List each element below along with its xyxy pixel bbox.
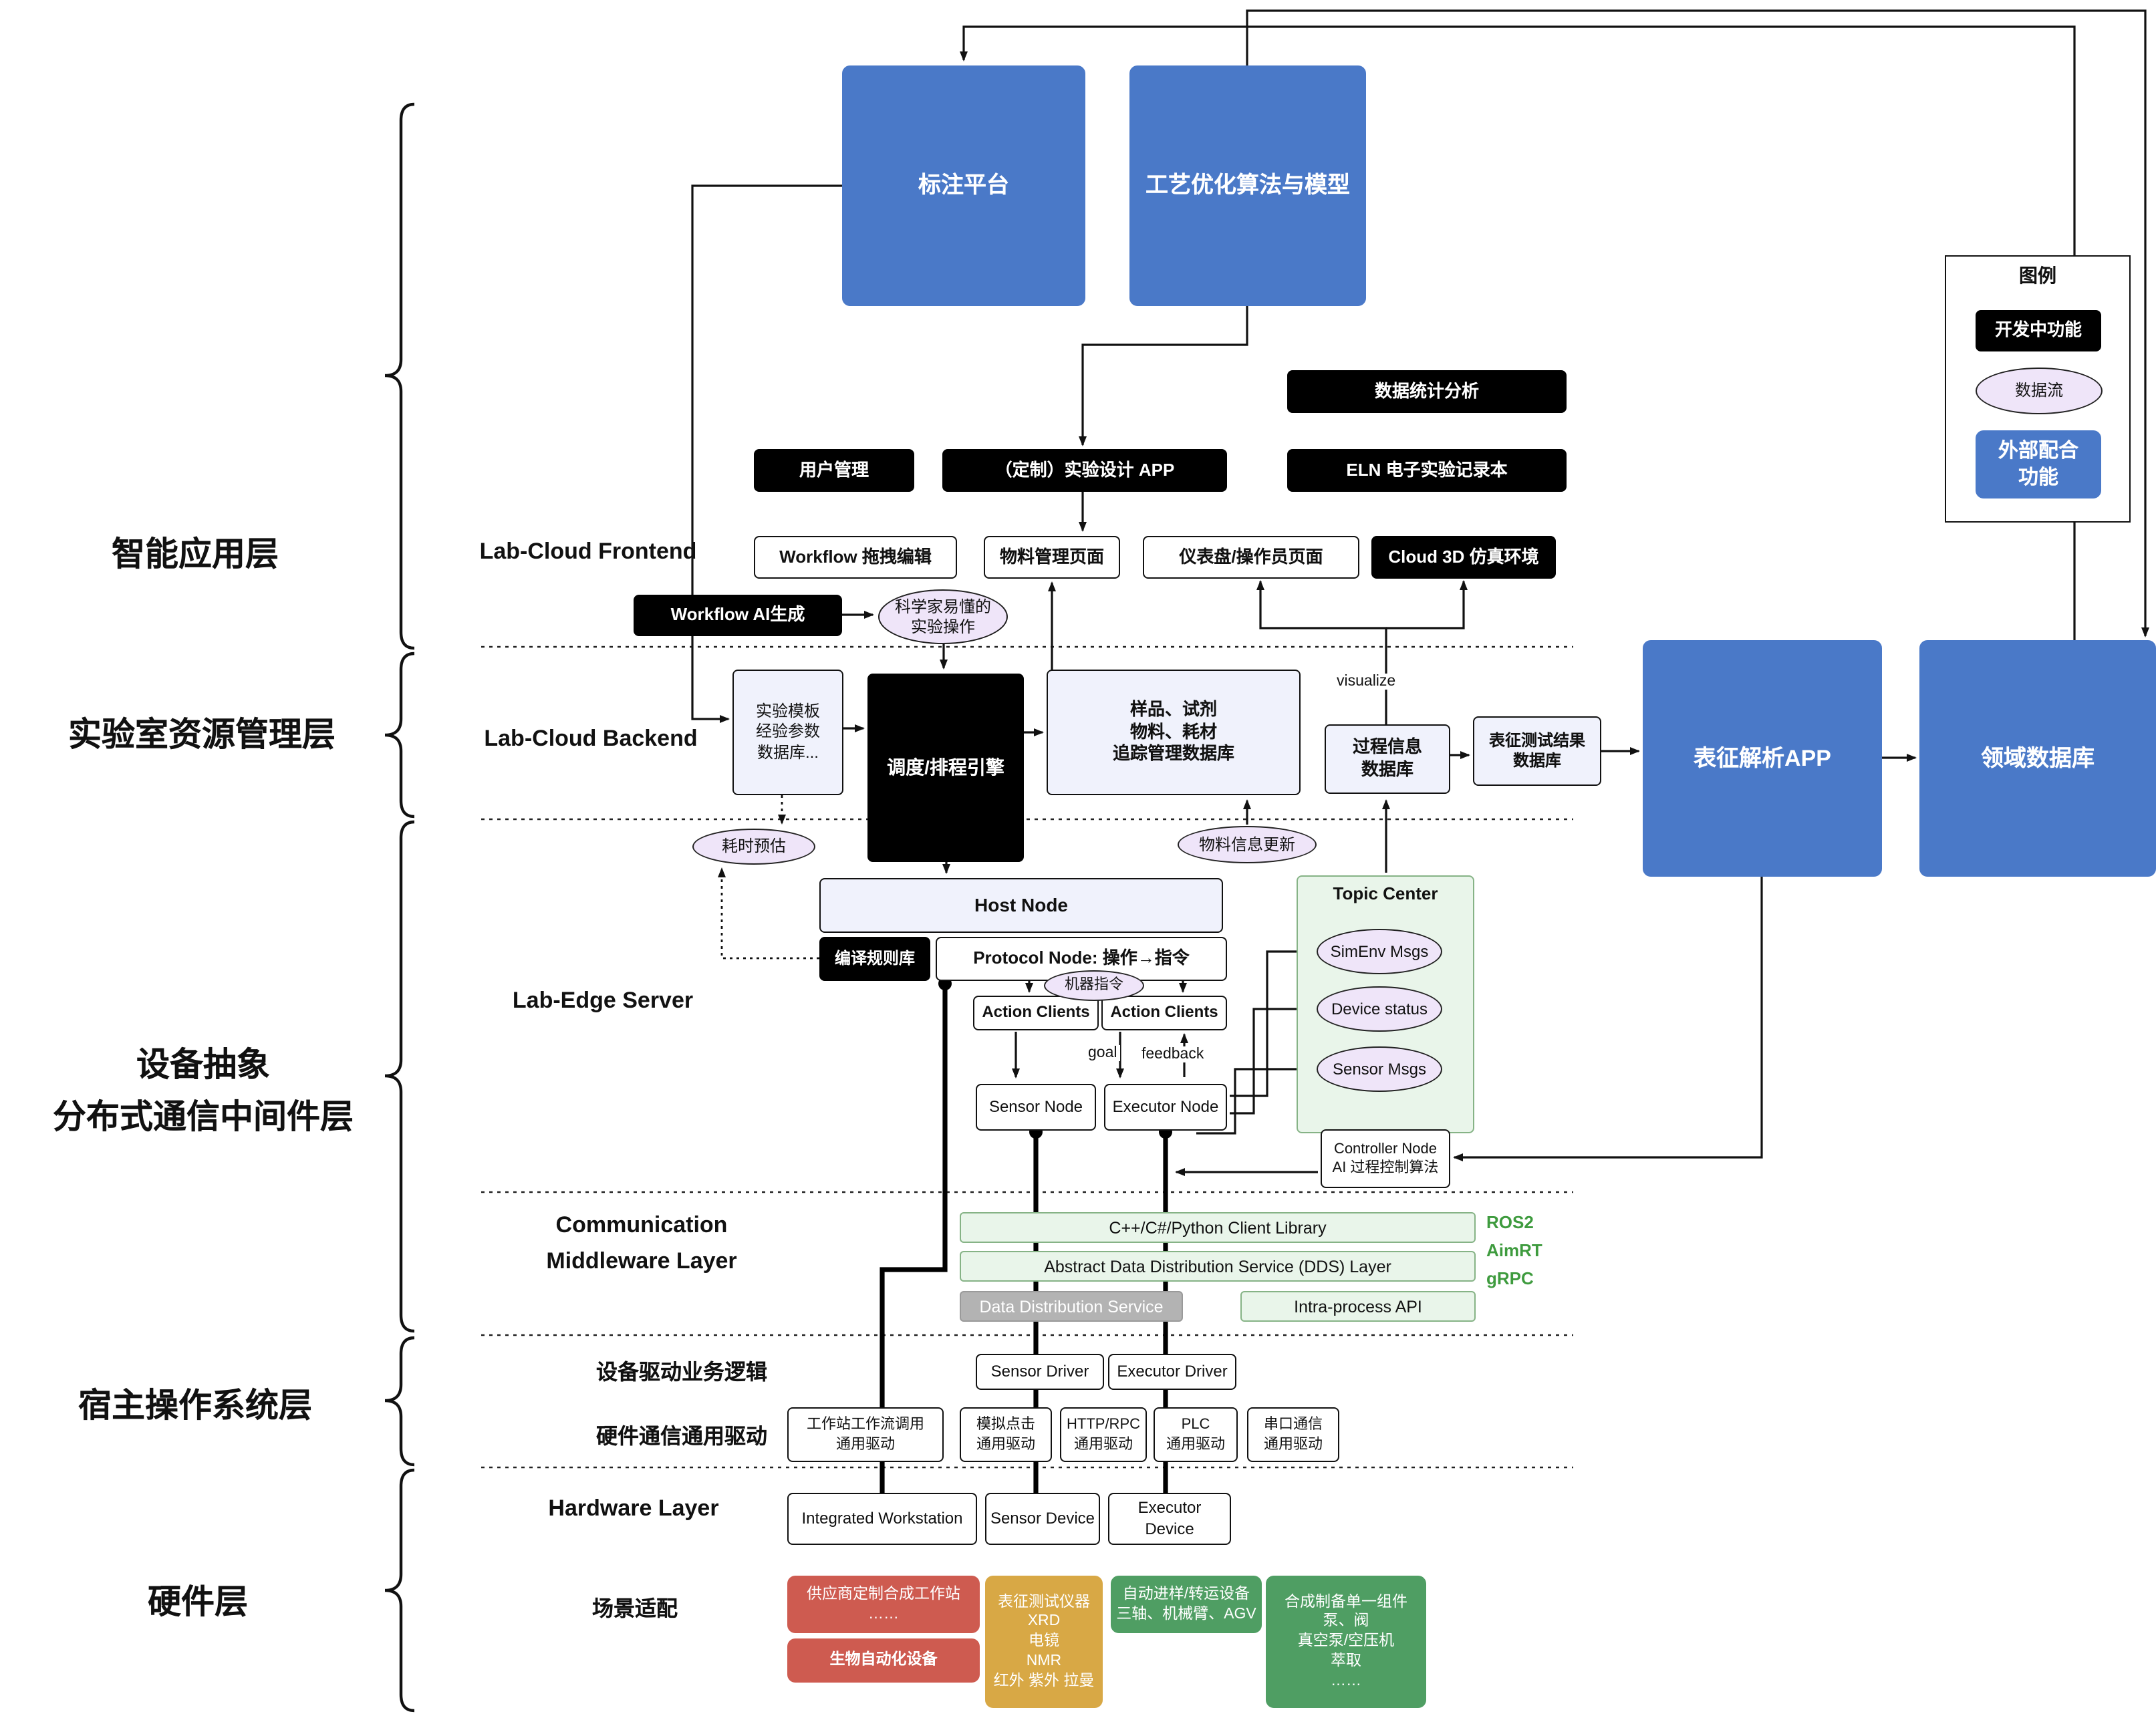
legend-dataflow: 数据流 (1976, 368, 2103, 414)
machine-cmd-dataflow: 机器指令 (1044, 970, 1144, 1001)
sensor-node: Sensor Node (976, 1084, 1096, 1131)
device-status-dataflow: Device status (1317, 986, 1442, 1032)
driver-logic-label: 设备驱动业务逻辑 (595, 1362, 768, 1385)
custom-design-app-node: （定制）实验设计 APP (942, 449, 1227, 492)
legend-external: 外部配合 功能 (1976, 430, 2101, 498)
rule-lib-node: 编译规则库 (819, 937, 930, 981)
layer-braces (384, 102, 415, 1713)
action-clients-1-node: Action Clients (973, 996, 1099, 1030)
layer-label-resource: 实验室资源管理层 (68, 716, 336, 754)
integrated-workstation-node: Integrated Workstation (787, 1493, 977, 1545)
dashboard-page-node: 仪表盘/操作员页面 (1143, 536, 1359, 579)
controller-node: Controller Node AI 过程控制算法 (1321, 1129, 1450, 1188)
domain-db-node: 领域数据库 (1919, 640, 2156, 877)
layer-label-app: 智能应用层 (111, 536, 279, 573)
material-page-node: 物料管理页面 (984, 536, 1120, 579)
serial-driver-node: 串口通信 通用驱动 (1247, 1407, 1339, 1462)
legend-title: 图例 (2019, 265, 2056, 286)
dds-service-row: Data Distribution Service (960, 1291, 1183, 1322)
result-db-node: 表征测试结果 数据库 (1473, 716, 1601, 786)
framework-aimrt: AimRT (1486, 1240, 1542, 1260)
action-clients-2-node: Action Clients (1101, 996, 1227, 1030)
layer-label-middleware-1: 设备抽象 (136, 1046, 271, 1084)
dotted-arrows (718, 795, 819, 960)
data-arrows (691, 9, 2149, 1176)
hw-comm-label: 硬件通信通用驱动 (595, 1426, 768, 1449)
goal-label: goal (1085, 1045, 1120, 1061)
vendor-workstation-node: 供应商定制合成工作站 …… (787, 1576, 980, 1633)
user-mgmt-node: 用户管理 (754, 449, 914, 492)
sensor-driver-node: Sensor Driver (976, 1354, 1104, 1390)
frontend-label: Lab-Cloud Frontend (479, 539, 697, 564)
cloud-3d-node: Cloud 3D 仿真环境 (1371, 536, 1556, 579)
workflow-ai-node: Workflow AI生成 (634, 595, 842, 636)
eln-node: ELN 电子实验记录本 (1287, 449, 1567, 492)
layer-label-host-os: 宿主操作系统层 (78, 1387, 313, 1425)
material-update-dataflow: 物料信息更新 (1178, 826, 1317, 863)
framework-grpc: gRPC (1486, 1268, 1534, 1288)
edge-server-label: Lab-Edge Server (512, 988, 694, 1013)
dds-layer-row: Abstract Data Distribution Service (DDS)… (960, 1251, 1476, 1282)
backend-label: Lab-Cloud Backend (484, 726, 698, 751)
legend-developing: 开发中功能 (1976, 310, 2101, 351)
process-optimization-node: 工艺优化算法与模型 (1129, 65, 1366, 306)
charact-app-node: 表征解析APP (1643, 640, 1882, 877)
scene-label: 场景适配 (591, 1598, 678, 1621)
hardware-layer-label: Hardware Layer (548, 1495, 719, 1521)
annotation-platform-node: 标注平台 (842, 65, 1085, 306)
comm-label-2: Middleware Layer (546, 1248, 737, 1274)
comm-label-1: Communication (555, 1212, 728, 1238)
executor-device-node: Executor Device (1108, 1493, 1231, 1545)
click-driver-node: 模拟点击 通用驱动 (960, 1407, 1052, 1462)
workflow-editor-node: Workflow 拖拽编辑 (754, 536, 957, 579)
stats-analysis-node: 数据统计分析 (1287, 370, 1567, 413)
layer-label-middleware-2: 分布式通信中间件层 (52, 1099, 354, 1136)
simenv-msgs-dataflow: SimEnv Msgs (1317, 929, 1442, 974)
scientist-ops-dataflow: 科学家易懂的 实验操作 (878, 589, 1008, 644)
time-estimate-dataflow: 耗时预估 (692, 829, 815, 865)
template-db-node: 实验模板 经验参数 数据库... (732, 670, 843, 795)
framework-ros2: ROS2 (1486, 1212, 1534, 1232)
material-db-node: 样品、试剂 物料、耗材 追踪管理数据库 (1047, 670, 1301, 795)
intra-api-row: Intra-process API (1240, 1291, 1476, 1322)
layer-separators (481, 646, 1573, 1469)
visualize-label: visualize (1334, 674, 1399, 690)
sensor-device-node: Sensor Device (985, 1493, 1100, 1545)
executor-driver-node: Executor Driver (1108, 1354, 1236, 1390)
bio-automation-node: 生物自动化设备 (787, 1638, 980, 1683)
synth-component-node: 合成制备单一组件 泵、阀 真空泵/空压机 萃取 …… (1266, 1576, 1426, 1708)
feedback-label: feedback (1139, 1046, 1207, 1062)
client-lib-row: C++/C#/Python Client Library (960, 1212, 1476, 1243)
sensor-msgs-dataflow: Sensor Msgs (1317, 1046, 1442, 1092)
host-node: Host Node (819, 878, 1223, 933)
plc-driver-node: PLC 通用驱动 (1154, 1407, 1238, 1462)
charact-instrument-node: 表征测试仪器 XRD 电镜 NMR 红外 紫外 拉曼 (985, 1576, 1103, 1708)
http-driver-node: HTTP/RPC 通用驱动 (1060, 1407, 1147, 1462)
layer-label-hardware: 硬件层 (147, 1584, 249, 1621)
transfer-device-node: 自动进样/转运设备 三轴、机械臂、AGV (1111, 1576, 1262, 1633)
process-db-node: 过程信息 数据库 (1325, 724, 1450, 794)
executor-node: Executor Node (1104, 1084, 1227, 1131)
topic-center-title: Topic Center (1333, 883, 1438, 903)
workstation-driver-node: 工作站工作流调用 通用驱动 (787, 1407, 944, 1462)
scheduler-node: 调度/排程引擎 (867, 674, 1024, 862)
